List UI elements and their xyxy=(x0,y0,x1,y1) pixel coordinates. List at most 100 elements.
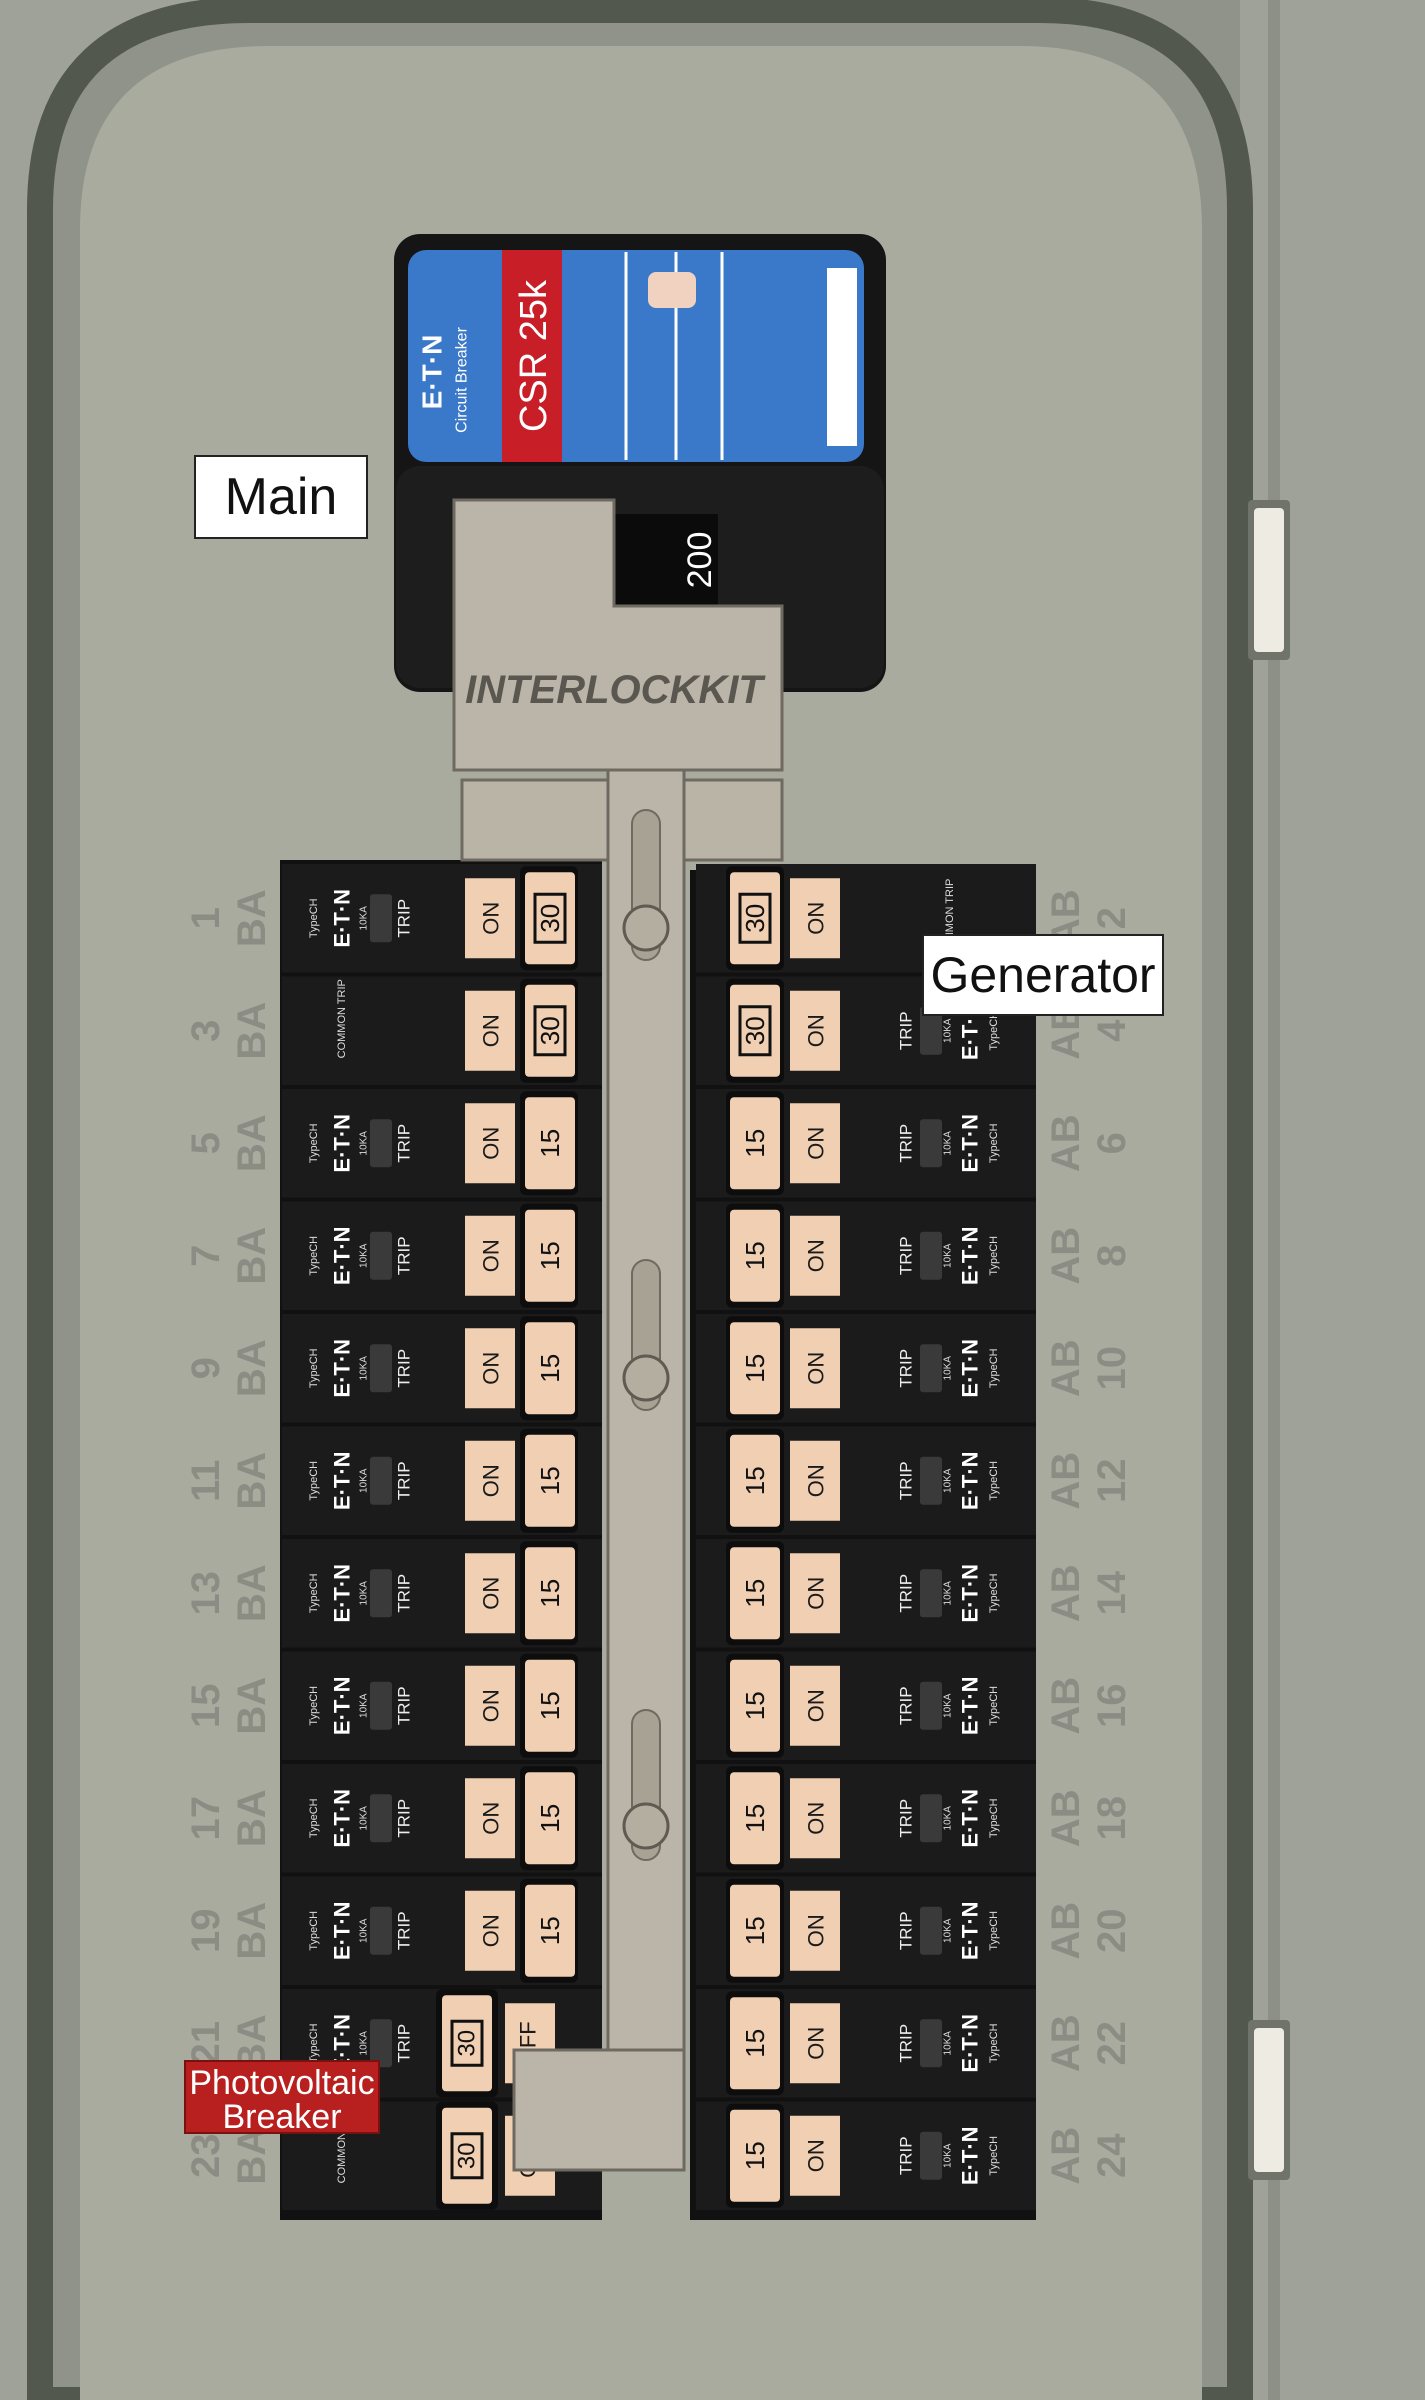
left-breaker-type-group: TypeCH xyxy=(308,1573,320,1613)
right-breaker-state-text-group: ON xyxy=(804,902,829,935)
left-phase-label: BA xyxy=(230,1564,274,1622)
right-breaker-trip-text-group: TRIP xyxy=(897,1236,916,1275)
right-breaker-state-text-group: ON xyxy=(804,1689,829,1722)
right-breaker-on-pad xyxy=(790,1778,840,1859)
right-slot-number: 2 xyxy=(1090,907,1134,929)
left-breaker-trip-text: TRIP xyxy=(395,1236,414,1275)
right-breaker-state-text-group: ON xyxy=(804,1127,829,1160)
right-slot-number-group: 22 xyxy=(1090,2021,1134,2066)
right-breaker-ka-group: 10KA xyxy=(943,2031,954,2056)
right-phase-label-group: AB xyxy=(1044,1339,1088,1397)
left-phase-label-group: BA xyxy=(230,1114,274,1172)
left-slot-number-group: 1 xyxy=(184,907,228,929)
left-breaker-rating-text-group: 15 xyxy=(535,1241,565,1270)
right-breaker-ka: 10KA xyxy=(943,1243,954,1268)
right-breaker-state-text-group: ON xyxy=(804,1464,829,1497)
right-breaker-state-text: ON xyxy=(804,1689,829,1722)
right-breaker-brand-group: E·T·N xyxy=(958,1226,983,1285)
right-breaker-ka: 10KA xyxy=(943,1018,954,1043)
left-breaker-trip-text-group: TRIP xyxy=(395,1124,414,1163)
right-phase-label-group: AB xyxy=(1044,2014,1088,2072)
left-breaker-trip-text: TRIP xyxy=(395,899,414,938)
left-breaker-rating-text: 15 xyxy=(535,1691,565,1720)
right-breaker-trip-text: TRIP xyxy=(897,2024,916,2063)
right-breaker-rating-text-group: 30 xyxy=(740,904,770,933)
left-phase-label-group: BA xyxy=(230,1227,274,1285)
right-breaker-brand-group: E·T·N xyxy=(958,1451,983,1510)
right-breaker-trip-text-group: TRIP xyxy=(897,1124,916,1163)
left-breaker-rating-text-group: 15 xyxy=(535,1579,565,1608)
right-breaker-brand-group: E·T·N xyxy=(958,1676,983,1735)
main-breaker-indicator xyxy=(648,272,696,308)
interlock-upper-plate xyxy=(452,498,784,772)
right-breaker-rating-text: 30 xyxy=(740,904,770,933)
right-breaker-handle xyxy=(730,1434,780,1527)
left-breaker-brand-group: E·T·N xyxy=(330,889,355,948)
right-breaker-brand: E·T·N xyxy=(958,1789,983,1848)
left-breaker-ka: 10KA xyxy=(359,1581,370,1606)
right-breaker-brand: E·T·N xyxy=(958,1451,983,1510)
interlock-slide-bar xyxy=(606,768,686,2072)
left-slot-number-group: 13 xyxy=(184,1571,228,1616)
left-breaker-type-group: TypeCH xyxy=(308,1348,320,1388)
right-slot-number-group: 18 xyxy=(1090,1796,1134,1841)
right-breaker-trip-text: TRIP xyxy=(897,1461,916,1500)
left-phase-label-group: BA xyxy=(230,1339,274,1397)
right-breaker-rating-text: 15 xyxy=(740,2029,770,2058)
right-breaker-trip-window xyxy=(920,1906,942,1955)
right-phase-label: AB xyxy=(1044,1339,1088,1397)
left-breaker-type: TypeCH xyxy=(308,1236,320,1276)
left-phase-label: BA xyxy=(230,1677,274,1735)
right-breaker-on-pad xyxy=(790,1440,840,1521)
left-breaker-ka-group: 10KA xyxy=(359,1918,370,1943)
left-breaker-rating-text: 30 xyxy=(535,904,565,933)
right-breaker-type-group: TypeCH xyxy=(988,1461,1000,1501)
right-breaker-brand-group: E·T·N xyxy=(958,1789,983,1848)
left-breaker-handle xyxy=(525,1209,575,1302)
main-callout-text: Main xyxy=(224,468,338,526)
left-breaker-rating-text: 15 xyxy=(535,1804,565,1833)
left-breaker-type-group: TypeCH xyxy=(308,1911,320,1951)
left-breaker-on-pad xyxy=(465,1328,515,1409)
main-breaker-label-red xyxy=(502,250,562,462)
right-breaker-handle xyxy=(730,1659,780,1752)
left-breaker-trip-text: TRIP xyxy=(395,1349,414,1388)
left-breaker-brand: E·T·N xyxy=(330,1114,355,1173)
right-breaker-rating-text: 15 xyxy=(740,1241,770,1270)
left-breaker-state-text: ON xyxy=(479,1127,504,1160)
left-phase-label: BA xyxy=(230,889,274,947)
right-breaker-trip-window xyxy=(920,1681,942,1730)
right-breaker-rating-text-group: 15 xyxy=(740,1691,770,1720)
right-breaker-handle xyxy=(730,1322,780,1415)
right-breaker-type: TypeCH xyxy=(988,1348,1000,1388)
right-breaker-type: TypeCH xyxy=(988,1798,1000,1838)
main-breaker-rating-window xyxy=(608,514,718,606)
right-breaker-trip-text-group: TRIP xyxy=(897,1011,916,1050)
right-breaker-brand: E·T·N xyxy=(958,1114,983,1173)
right-breaker-trip-text: TRIP xyxy=(897,1574,916,1613)
left-breaker-on-pad xyxy=(465,1890,515,1971)
main-breaker-model-text: CSR 25k xyxy=(513,279,555,432)
generator-callout-text: Generator xyxy=(930,947,1156,1003)
right-breaker-trip-text-group: TRIP xyxy=(897,1461,916,1500)
left-breaker-rating-text-group: 15 xyxy=(535,1354,565,1383)
left-breaker-type-group: TypeCH xyxy=(308,1461,320,1501)
left-breaker-rating-text: 30 xyxy=(535,1016,565,1045)
door-gasket xyxy=(27,0,1253,2400)
right-breaker-rating-text-group: 15 xyxy=(740,1579,770,1608)
right-slot-number: 8 xyxy=(1090,1245,1134,1267)
right-breaker-on-pad xyxy=(790,1890,840,1971)
right-breaker-on-pad xyxy=(790,1328,840,1409)
right-slot-number: 24 xyxy=(1090,2133,1134,2178)
right-breaker-state-text-group: ON xyxy=(804,2139,829,2172)
left-phase-label-group: BA xyxy=(230,1002,274,1060)
left-breaker-handle xyxy=(525,1322,575,1415)
left-breaker-trip-text-group: TRIP xyxy=(395,1236,414,1275)
left-breaker-state-text: ON xyxy=(479,1352,504,1385)
left-slot-number: 11 xyxy=(184,1460,228,1502)
left-breaker-trip-window xyxy=(370,1681,392,1730)
left-slot-number: 15 xyxy=(184,1684,228,1729)
left-breaker-on-pad xyxy=(465,1778,515,1859)
left-breaker-ka: 10KA xyxy=(359,1131,370,1156)
